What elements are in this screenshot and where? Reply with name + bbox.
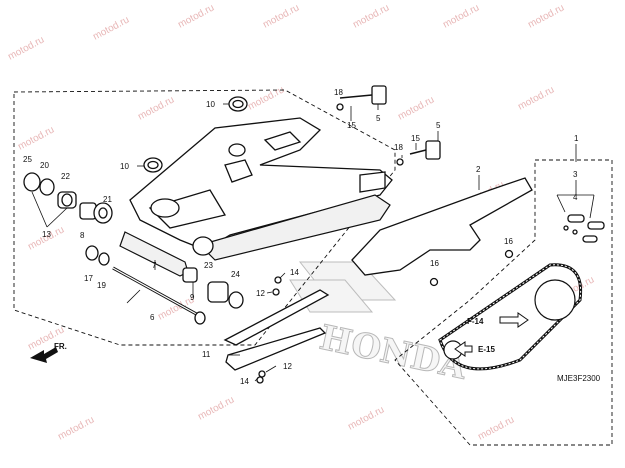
callout-11: 11 (202, 350, 211, 359)
callout-22: 22 (61, 172, 70, 181)
watermark-text: motod.ru (526, 2, 566, 30)
slider-fasteners (256, 276, 282, 384)
callout-23: 23 (204, 261, 213, 270)
watermark-text: motod.ru (246, 84, 286, 112)
front-label: FR. (54, 342, 67, 351)
callout-2: 2 (476, 165, 481, 174)
chain-case-bolts (429, 249, 514, 287)
callout-5-upper: 5 (376, 114, 381, 123)
callout-10-lower: 10 (120, 162, 129, 171)
watermark-text: motod.ru (516, 84, 556, 112)
callout-24: 24 (231, 270, 240, 279)
callout-20: 20 (40, 161, 49, 170)
watermark-text: motod.ru (351, 2, 391, 30)
chain-case (351, 177, 533, 276)
chain-adjuster-lower (396, 140, 441, 166)
diagram-code: MJE3F2300 (557, 374, 601, 383)
watermark-text: motod.ru (476, 414, 516, 442)
chain-adjuster-upper (336, 85, 387, 111)
watermark-text: motod.ru (196, 394, 236, 422)
drive-chain (438, 263, 583, 371)
master-link-kit (563, 214, 605, 243)
watermark-text: motod.ru (56, 414, 96, 442)
swingarm (129, 117, 393, 261)
callout-15-lower: 15 (411, 134, 420, 143)
callout-1: 1 (574, 134, 579, 143)
watermark-text: motod.ru (441, 2, 481, 30)
callout-3: 3 (573, 170, 578, 179)
chain-slider (223, 289, 330, 371)
honda-logo: HONDA (289, 261, 471, 388)
reference-arrow-e15: E-15 (454, 341, 495, 357)
part-10-bushing-upper (228, 96, 248, 112)
callout-25: 25 (23, 155, 32, 164)
callout-15-upper: 15 (347, 121, 356, 130)
leader-lines (31, 103, 595, 382)
watermark-text: motod.ru (261, 2, 301, 30)
callout-18-lower: 18 (394, 143, 403, 152)
callout-7: 7 (152, 261, 157, 270)
pivot-bearings-left (23, 172, 113, 266)
callout-13: 13 (42, 230, 51, 239)
watermark-text: motod.ru (136, 94, 176, 122)
callout-6: 6 (150, 313, 155, 322)
callout-14-lower: 14 (240, 377, 249, 386)
callout-numbers: 1 2 3 4 5 5 6 7 8 9 10 10 11 12 12 13 14… (23, 88, 579, 386)
watermark-text: motod.ru (6, 34, 46, 62)
callout-14-upper: 14 (290, 268, 299, 277)
ref-e15-label: E-15 (478, 345, 495, 354)
callout-12-upper: 12 (256, 289, 265, 298)
callout-5-lower: 5 (436, 121, 441, 130)
drive-chain-group-outline (394, 159, 613, 446)
callout-8: 8 (80, 231, 85, 240)
callout-4: 4 (573, 193, 578, 202)
watermark-text: motod.ru (346, 404, 386, 432)
callout-18-upper: 18 (334, 88, 343, 97)
reference-arrow-f14: F-14 (467, 312, 529, 328)
pivot-bearings-right (182, 267, 244, 309)
part-10-bushing-lower (143, 157, 163, 173)
swingarm-group-outline (13, 89, 396, 346)
callout-9: 9 (190, 293, 195, 302)
pivot-bolt (112, 266, 206, 325)
watermark-text: motod.ru (91, 14, 131, 42)
callout-17: 17 (84, 274, 93, 283)
watermark-text: motod.ru (176, 2, 216, 30)
callout-16-right: 16 (504, 237, 513, 246)
watermark-text: motod.ru (396, 94, 436, 122)
callout-10-upper: 10 (206, 100, 215, 109)
callout-21: 21 (103, 195, 112, 204)
callout-16-left: 16 (430, 259, 439, 268)
ref-f14-label: F-14 (467, 317, 484, 326)
callout-12-lower: 12 (283, 362, 292, 371)
watermark-text: motod.ru (16, 124, 56, 152)
callout-19: 19 (97, 281, 106, 290)
front-direction-arrow: FR. (30, 342, 67, 363)
